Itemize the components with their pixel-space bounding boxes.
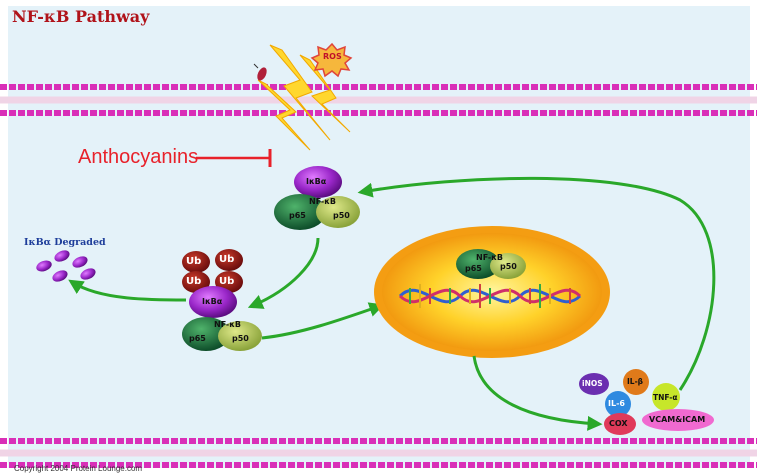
arrow-to-ubiquitination: [247, 237, 320, 309]
ikb-nfkb-complex-top: [274, 166, 360, 230]
nfkb-in-nucleus: [456, 249, 526, 279]
arrow-into-nucleus: [261, 302, 385, 340]
dna-helix: [398, 284, 582, 308]
ub-ikb-nfkb-complex: [182, 249, 262, 351]
top-membrane: [0, 84, 757, 116]
stimulus-lightning: [257, 44, 351, 151]
arrow-to-degradation: [68, 279, 187, 302]
pathogen-icon: [253, 63, 267, 81]
nucleus: [374, 226, 610, 358]
ikb-degraded-fragments: [36, 250, 96, 282]
ros-star: [310, 42, 353, 78]
arrow-to-gene-products: [472, 355, 603, 431]
gene-products: [579, 369, 714, 435]
bottom-membrane: [0, 438, 757, 468]
feedback-arrow: [357, 176, 716, 391]
cell-background: [8, 6, 750, 468]
